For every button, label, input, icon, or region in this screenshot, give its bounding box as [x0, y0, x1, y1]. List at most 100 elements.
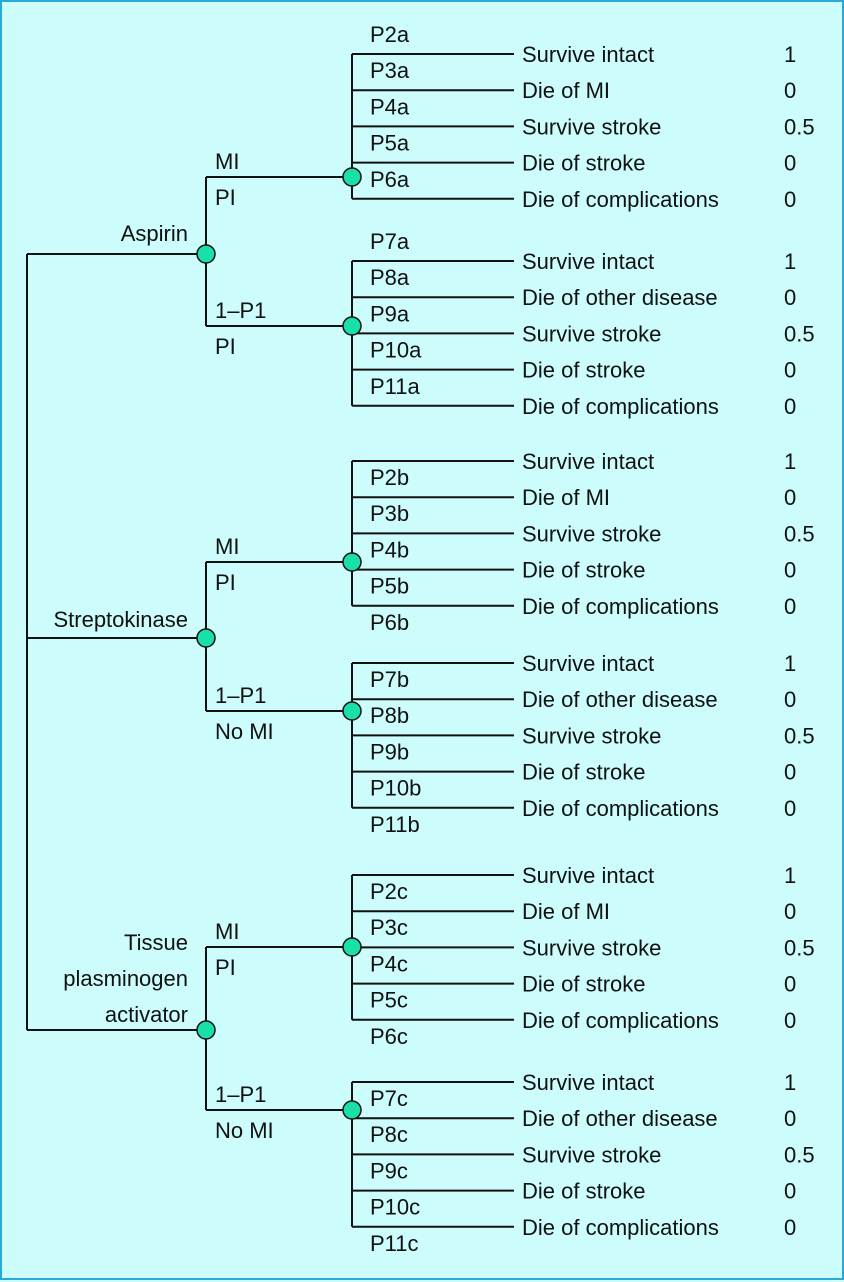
chance-node	[342, 316, 362, 336]
chance-node	[196, 628, 216, 648]
branch-label-upper: MI	[215, 919, 239, 944]
branch-label-lower: No MI	[215, 719, 274, 744]
outcome-value: 0	[784, 285, 796, 310]
outcome-label: Die of other disease	[522, 1106, 718, 1131]
branch-label-lower: PI	[215, 334, 236, 359]
outcome-value: 0	[784, 358, 796, 383]
outcome-label: Survive intact	[522, 449, 654, 474]
outcome-label: Die of MI	[522, 485, 610, 510]
outcome-value: 1	[784, 863, 796, 888]
probability-label: P8b	[370, 703, 409, 728]
treatment-label: Tissue	[124, 930, 188, 955]
outcome-label: Die of other disease	[522, 285, 718, 310]
outcome-value: 0	[784, 899, 796, 924]
branch-label-lower: PI	[215, 185, 236, 210]
outcome-label: Die of stroke	[522, 972, 646, 997]
probability-label: P8c	[370, 1122, 408, 1147]
probability-label: P10a	[370, 338, 422, 363]
outcome-value: 0.5	[784, 114, 815, 139]
outcome-value: 0	[784, 187, 796, 212]
branch-label-lower: No MI	[215, 1118, 274, 1143]
outcome-value: 0	[784, 594, 796, 619]
outcome-label: Survive stroke	[522, 114, 661, 139]
outcome-label: Survive intact	[522, 42, 654, 67]
treatment-label: Streptokinase	[53, 607, 188, 632]
chance-node	[342, 937, 362, 957]
branch-label-upper: 1–P1	[215, 1082, 266, 1107]
outcome-value: 0	[784, 760, 796, 785]
chance-node	[196, 1020, 216, 1040]
outcome-label: Die of stroke	[522, 358, 646, 383]
outcome-label: Die of other disease	[522, 687, 718, 712]
outcome-label: Die of complications	[522, 187, 719, 212]
probability-label: P6b	[370, 610, 409, 635]
outcome-value: 0	[784, 78, 796, 103]
outcome-label: Die of complications	[522, 394, 719, 419]
probability-label: P4a	[370, 94, 410, 119]
treatment-label: plasminogen	[63, 966, 188, 991]
outcome-value: 0.5	[784, 521, 815, 546]
probability-label: P2a	[370, 22, 410, 47]
outcome-value: 1	[784, 249, 796, 274]
outcome-label: Die of complications	[522, 1215, 719, 1240]
probability-label: P5a	[370, 131, 410, 156]
probability-label: P10c	[370, 1195, 420, 1220]
branch-label-upper: MI	[215, 534, 239, 559]
outcome-value: 0	[784, 1179, 796, 1204]
probability-label: P4c	[370, 951, 408, 976]
outcome-value: 0	[784, 687, 796, 712]
probability-label: P7c	[370, 1086, 408, 1111]
outcome-value: 1	[784, 42, 796, 67]
outcome-label: Survive intact	[522, 863, 654, 888]
outcome-label: Die of complications	[522, 796, 719, 821]
probability-label: P5c	[370, 988, 408, 1013]
outcome-label: Survive stroke	[522, 521, 661, 546]
outcome-label: Die of complications	[522, 1008, 719, 1033]
outcome-label: Survive stroke	[522, 935, 661, 960]
outcome-value: 0.5	[784, 321, 815, 346]
probability-label: P5b	[370, 574, 409, 599]
outcome-label: Survive stroke	[522, 723, 661, 748]
treatment-label: Aspirin	[121, 221, 188, 246]
probability-label: P6c	[370, 1024, 408, 1049]
probability-label: P6a	[370, 167, 410, 192]
chance-node	[342, 701, 362, 721]
tree-lines	[26, 53, 514, 1228]
outcome-label: Die of stroke	[522, 760, 646, 785]
outcome-label: Survive stroke	[522, 321, 661, 346]
outcome-value: 1	[784, 651, 796, 676]
probability-label: P3a	[370, 58, 410, 83]
outcome-label: Survive intact	[522, 1070, 654, 1095]
probability-label: P2c	[370, 879, 408, 904]
outcome-value: 1	[784, 1070, 796, 1095]
outcome-label: Die of stroke	[522, 558, 646, 583]
outcome-value: 0.5	[784, 935, 815, 960]
outcome-value: 0	[784, 394, 796, 419]
probability-label: P7a	[370, 229, 410, 254]
outcome-label: Die of MI	[522, 78, 610, 103]
outcome-label: Survive stroke	[522, 1142, 661, 1167]
probability-label: P2b	[370, 465, 409, 490]
probability-label: P7b	[370, 667, 409, 692]
probability-label: P9a	[370, 301, 410, 326]
branch-label-upper: MI	[215, 149, 239, 174]
outcome-value: 0	[784, 558, 796, 583]
outcome-value: 0.5	[784, 1142, 815, 1167]
probability-label: P3c	[370, 915, 408, 940]
outcome-value: 0	[784, 1215, 796, 1240]
outcome-value: 0	[784, 972, 796, 997]
outcome-label: Die of stroke	[522, 151, 646, 176]
branch-label-lower: PI	[215, 570, 236, 595]
branch-label-upper: 1–P1	[215, 683, 266, 708]
outcome-value: 1	[784, 449, 796, 474]
branch-label-upper: 1–P1	[215, 298, 266, 323]
branch-label-lower: PI	[215, 955, 236, 980]
probability-label: P9c	[370, 1158, 408, 1183]
outcome-label: Survive intact	[522, 249, 654, 274]
outcome-value: 0	[784, 1106, 796, 1131]
outcome-label: Die of MI	[522, 899, 610, 924]
probability-label: P11b	[370, 812, 420, 837]
outcome-value: 0	[784, 1008, 796, 1033]
